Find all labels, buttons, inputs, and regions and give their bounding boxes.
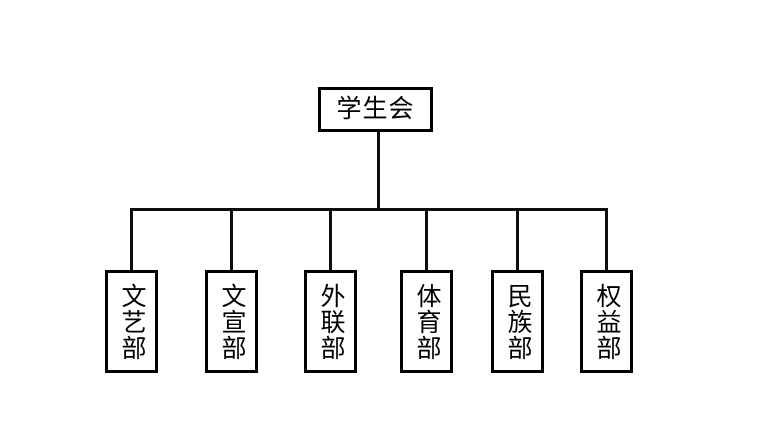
org-node-child-3[interactable]: 外联部 xyxy=(304,270,357,373)
org-node-child-2[interactable]: 文宣部 xyxy=(205,270,258,373)
connector-drop-1 xyxy=(130,208,133,272)
connector-drop-2 xyxy=(230,208,233,272)
org-node-child-4-label: 体育部 xyxy=(413,282,440,361)
org-node-child-5[interactable]: 民族部 xyxy=(491,270,544,373)
connector-horizontal-bus xyxy=(130,208,608,211)
org-node-root[interactable]: 学生会 xyxy=(318,87,433,132)
connector-drop-3 xyxy=(329,208,332,272)
org-node-child-5-label: 民族部 xyxy=(504,282,531,361)
connector-root-stem xyxy=(377,131,380,211)
org-node-child-4[interactable]: 体育部 xyxy=(400,270,453,373)
org-node-child-6[interactable]: 权益部 xyxy=(580,270,633,373)
org-node-child-3-label: 外联部 xyxy=(317,282,344,361)
org-node-child-6-label: 权益部 xyxy=(593,282,620,361)
connector-drop-6 xyxy=(605,208,608,272)
org-node-root-label: 学生会 xyxy=(336,96,415,123)
org-node-child-1-label: 文艺部 xyxy=(118,282,145,361)
connector-drop-5 xyxy=(516,208,519,272)
connector-drop-4 xyxy=(425,208,428,272)
org-node-child-2-label: 文宣部 xyxy=(218,282,245,361)
org-node-child-1[interactable]: 文艺部 xyxy=(105,270,158,373)
